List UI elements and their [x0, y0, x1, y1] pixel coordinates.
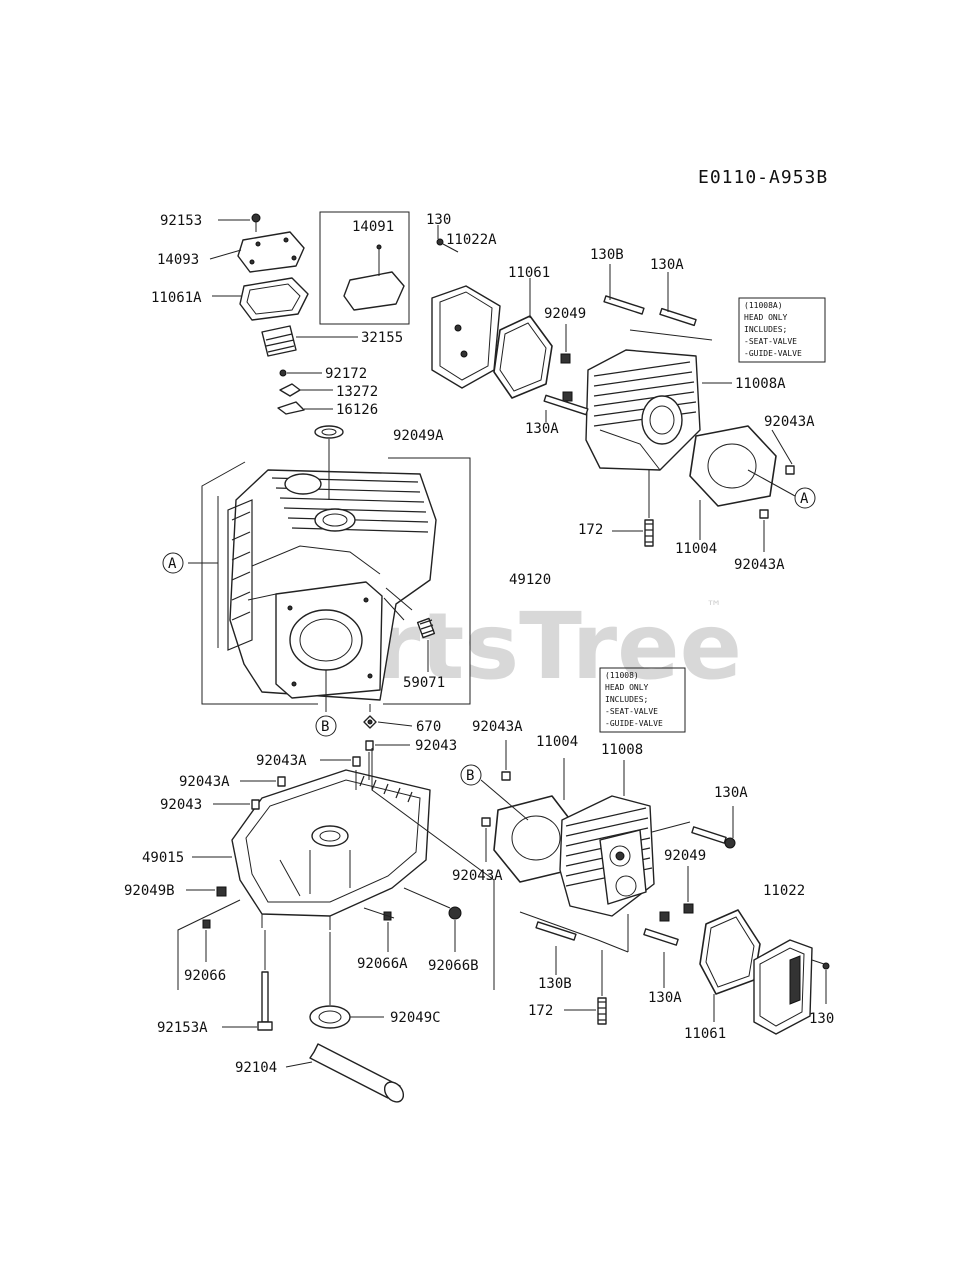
note-box-upper [738, 297, 826, 363]
label-92043A-r1: 92043A [764, 414, 815, 430]
label-14093: 14093 [157, 252, 199, 268]
trademark-symbol: ™ [706, 597, 722, 616]
label-92049-top: 92049 [544, 306, 586, 322]
note-upper-line-3: INCLUDES; [744, 325, 787, 334]
note-upper-line-5: -GUIDE-VALVE [744, 349, 802, 358]
label-16126: 16126 [336, 402, 378, 418]
ref-a-left: A [168, 556, 177, 572]
ref-a-right: A [800, 491, 809, 507]
cylinder-head-upper: A (11008A) HEAD ONLY INCLUDES; -SEAT-VAL… [431, 225, 826, 552]
label-13272: 13272 [336, 384, 378, 400]
label-92172: 92172 [325, 366, 367, 382]
label-130-b: 130 [809, 1011, 834, 1027]
label-11061A: 11061A [151, 290, 202, 306]
note-lower-line-3: INCLUDES; [605, 695, 648, 704]
label-130-top: 130 [426, 212, 451, 228]
note-upper-line-4: -SEAT-VALVE [744, 337, 797, 346]
label-11004-top: 11004 [675, 541, 717, 557]
label-92066A: 92066A [357, 956, 408, 972]
label-49120: 49120 [509, 572, 551, 588]
note-upper-line-1: (11008A) [744, 301, 783, 310]
label-92043A-m: 92043A [256, 753, 307, 769]
label-130B-b: 130B [538, 976, 572, 992]
label-11004-b: 11004 [536, 734, 578, 750]
label-172-b: 172 [528, 1003, 553, 1019]
label-92066: 92066 [184, 968, 226, 984]
note-lower-line-5: -GUIDE-VALVE [605, 719, 663, 728]
label-670: 670 [416, 719, 441, 735]
cylinder-block: A B [162, 439, 471, 737]
label-11008-b: 11008 [601, 742, 643, 758]
label-172-top: 172 [578, 522, 603, 538]
label-130A-top: 130A [650, 257, 684, 273]
note-box-lower [599, 667, 686, 733]
label-92153: 92153 [160, 213, 202, 229]
label-130A-b1: 130A [714, 785, 748, 801]
label-11008A: 11008A [735, 376, 786, 392]
label-49015: 49015 [142, 850, 184, 866]
label-92043-m: 92043 [415, 738, 457, 754]
label-92043A-r2: 92043A [734, 557, 785, 573]
label-130A-b2: 130A [648, 990, 682, 1006]
label-92049-b: 92049 [664, 848, 706, 864]
note-lower-line-2: HEAD ONLY [605, 683, 649, 692]
label-92049A: 92049A [393, 428, 444, 444]
label-14091: 14091 [352, 219, 394, 235]
breather-cover-group [209, 211, 410, 439]
label-11061-top: 11061 [508, 265, 550, 281]
label-92153A: 92153A [157, 1020, 208, 1036]
label-92066B: 92066B [428, 958, 479, 974]
label-92104: 92104 [235, 1060, 277, 1076]
label-32155: 32155 [361, 330, 403, 346]
label-92049C: 92049C [390, 1010, 441, 1026]
label-130B-top: 130B [590, 247, 624, 263]
label-92049B: 92049B [124, 883, 175, 899]
label-92043A-l: 92043A [179, 774, 230, 790]
ref-b-block: B [321, 719, 329, 735]
label-11061-b: 11061 [684, 1026, 726, 1042]
cylinder-head-lower: B [460, 667, 830, 1035]
note-lower-line-1: (11008) [605, 671, 639, 680]
note-lower-line-4: -SEAT-VALVE [605, 707, 658, 716]
label-92043A-b1: 92043A [472, 719, 523, 735]
label-130A-left: 130A [525, 421, 559, 437]
label-92043A-b2: 92043A [452, 868, 503, 884]
label-59071: 59071 [403, 675, 445, 691]
label-11022-b: 11022 [763, 883, 805, 899]
part-labels: 92153 14093 11061A 14091 32155 92172 132… [124, 212, 834, 1076]
note-upper-line-2: HEAD ONLY [744, 313, 788, 322]
crankcase [177, 740, 495, 1103]
diagram-code: E0110-A953B [698, 167, 828, 188]
label-11022A: 11022A [446, 232, 497, 248]
label-92043-l: 92043 [160, 797, 202, 813]
ref-b-head: B [466, 768, 474, 784]
